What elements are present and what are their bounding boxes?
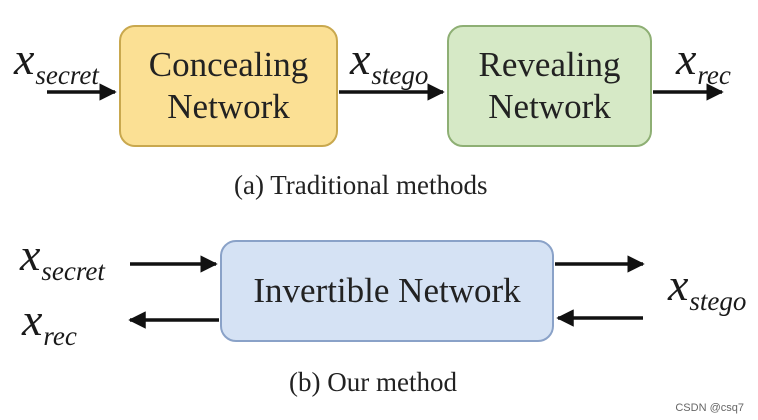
bottom-stego-variable: xstego: [668, 259, 746, 317]
bottom-secret-subscript: secret: [41, 256, 105, 286]
invertible-network-box: Invertible Network: [220, 240, 554, 342]
watermark: CSDN @csq7: [675, 402, 744, 414]
bottom-secret-variable: xsecret: [20, 229, 105, 287]
revealing-label-line1: Revealing: [478, 45, 621, 84]
caption-our-method: (b) Our method: [289, 367, 457, 397]
top-secret-variable: xsecret: [14, 33, 99, 91]
caption-traditional: (a) Traditional methods: [234, 170, 488, 200]
bottom-rec-base: x: [22, 294, 43, 345]
top-rec-variable: xrec: [676, 33, 731, 91]
concealing-label-line1: Concealing: [148, 45, 309, 84]
bottom-rec-subscript: rec: [43, 321, 77, 351]
concealing-label-line2: Network: [167, 87, 290, 126]
invertible-network-label: Invertible Network: [253, 271, 521, 310]
top-stego-base: x: [350, 33, 371, 84]
top-stego-variable: xstego: [350, 33, 428, 91]
top-stego-subscript: stego: [371, 60, 429, 90]
top-rec-base: x: [676, 33, 697, 84]
bottom-rec-variable: xrec: [22, 294, 77, 352]
revealing-label-line2: Network: [488, 87, 611, 126]
bottom-stego-base: x: [668, 259, 689, 310]
top-rec-subscript: rec: [697, 60, 731, 90]
top-secret-subscript: secret: [35, 60, 99, 90]
concealing-network-box: Concealing Network: [119, 25, 338, 147]
top-secret-base: x: [14, 33, 35, 84]
bottom-stego-subscript: stego: [689, 286, 747, 316]
revealing-network-box: Revealing Network: [447, 25, 652, 147]
bottom-secret-base: x: [20, 229, 41, 280]
